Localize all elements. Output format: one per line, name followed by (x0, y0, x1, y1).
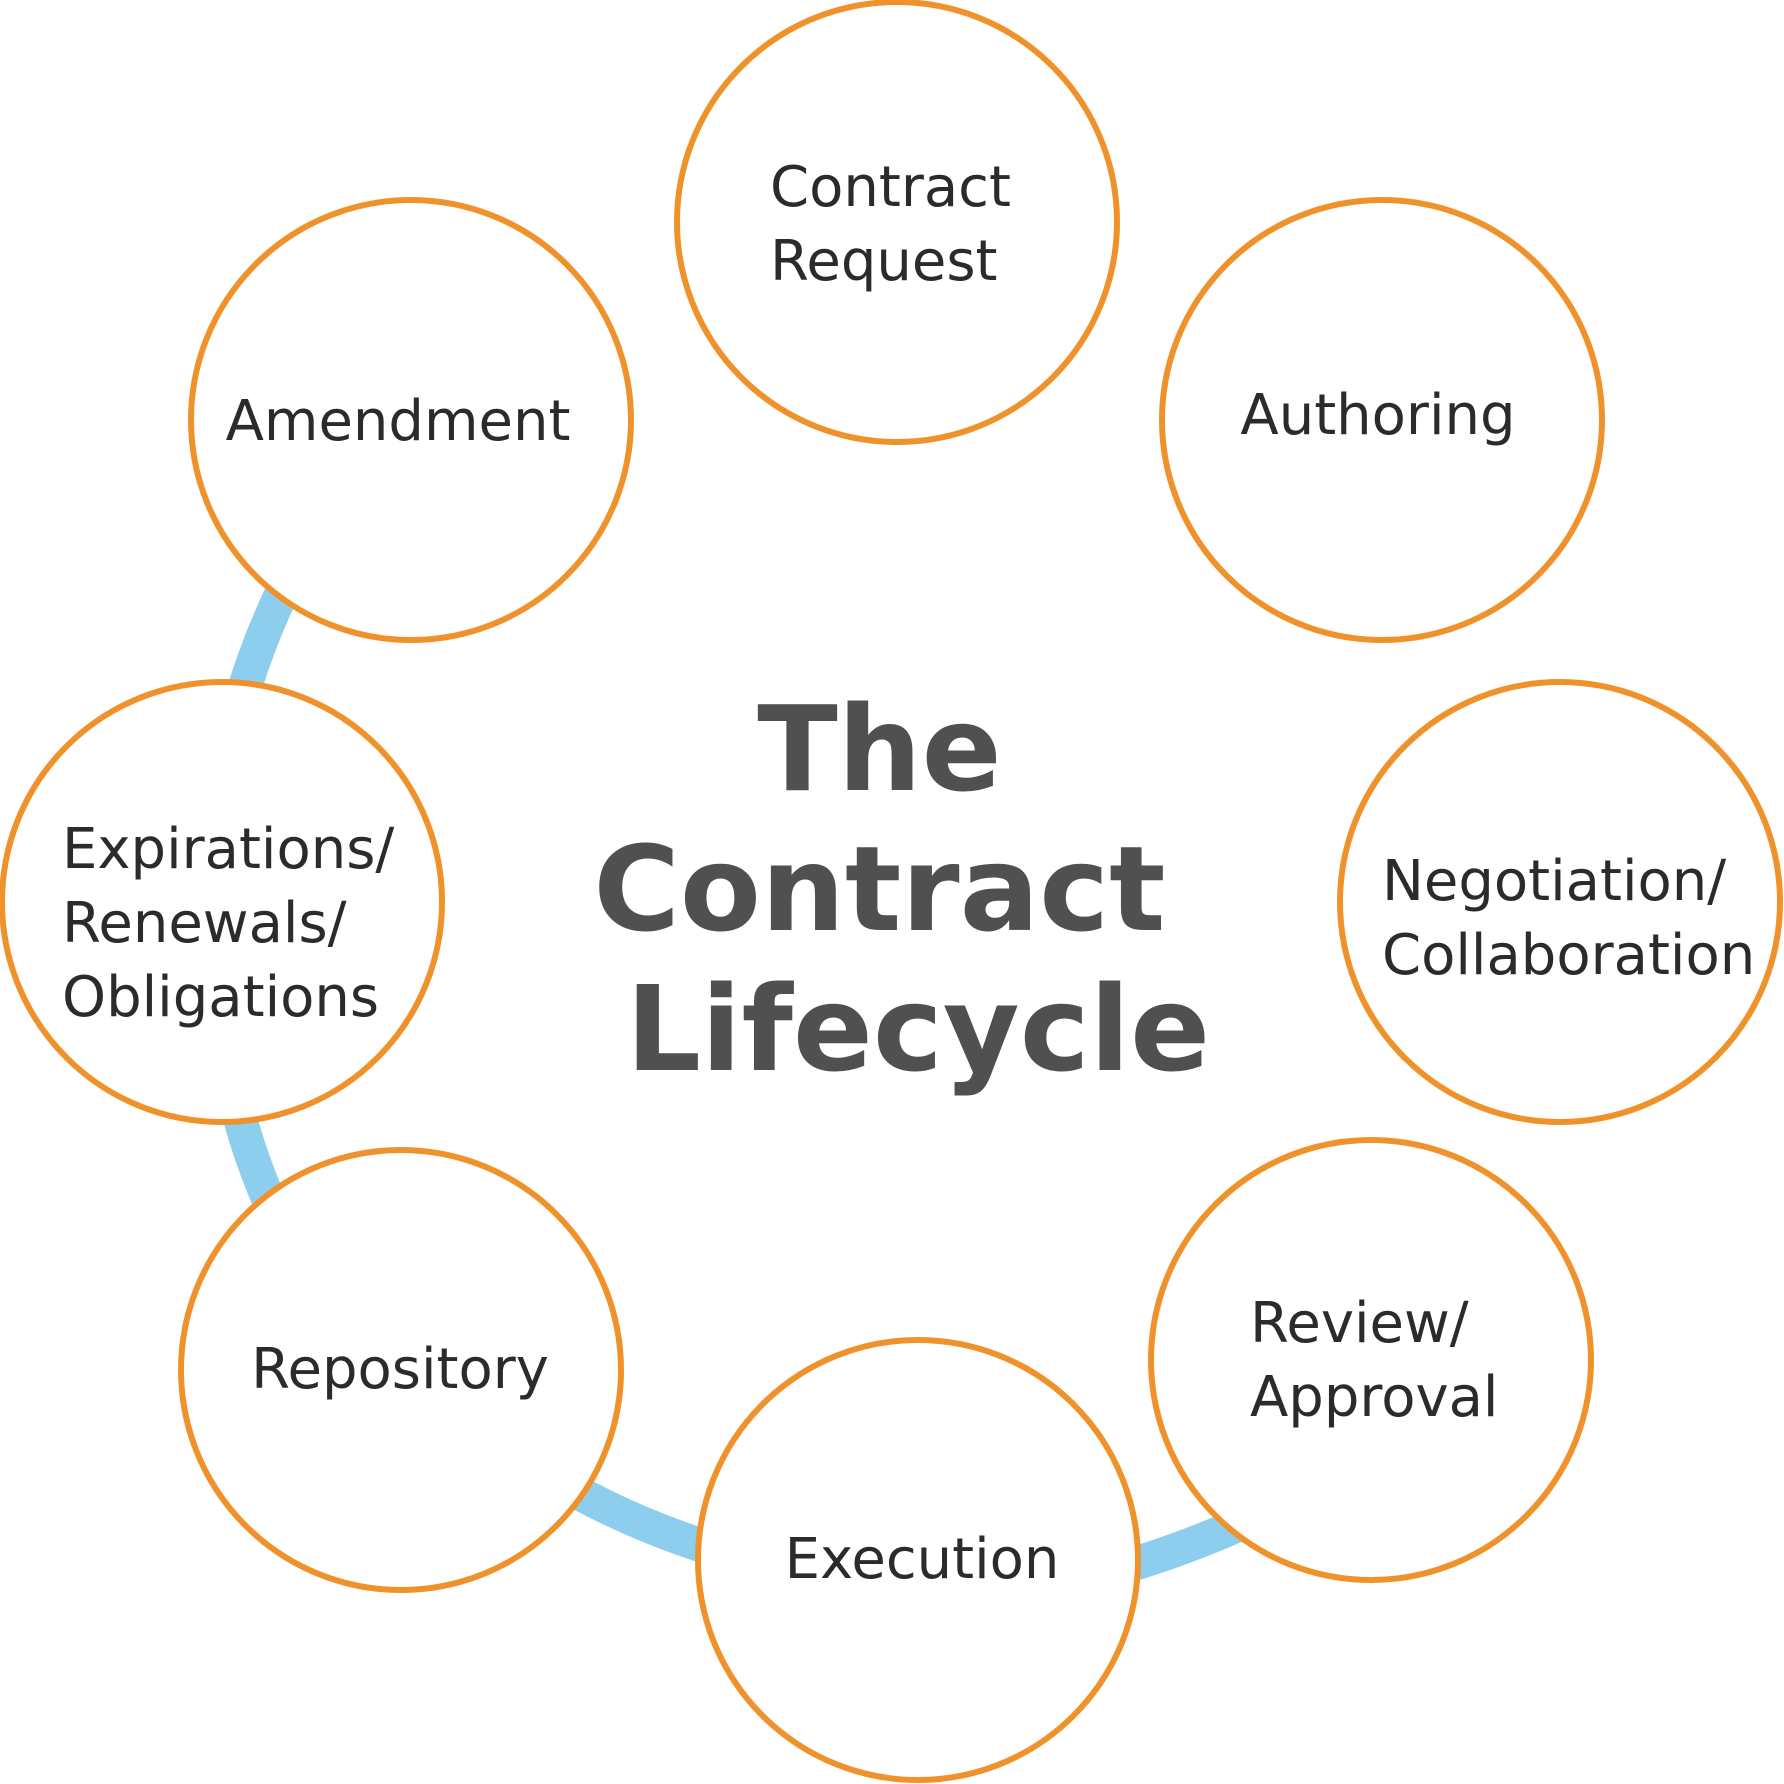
stage-circle-authoring[interactable] (1159, 197, 1605, 643)
stage-circle-review[interactable] (1148, 1137, 1594, 1583)
stage-circle-repository[interactable] (178, 1147, 624, 1593)
stage-circle-contract-request[interactable] (674, 0, 1120, 445)
stage-label-authoring: Authoring (1240, 383, 1515, 448)
stage-label-execution: Execution (785, 1527, 1060, 1592)
stage-circle-negotiation[interactable] (1337, 679, 1783, 1125)
stage-label-expirations: Expirations/ Renewals/ Obligations (62, 817, 412, 1030)
stage-label-amendment: Amendment (226, 389, 571, 454)
stage-label-contract-request: Contract Request (770, 155, 1029, 294)
stage-circle-expirations[interactable] (0, 679, 445, 1125)
stage-labels: Contract Request Authoring Negotiation/ … (62, 155, 1755, 1592)
stage-label-negotiation: Negotiation/ Collaboration (1382, 849, 1755, 988)
stage-label-review: Review/ Approval (1250, 1291, 1498, 1430)
diagram-title: The Contract Lifecycle (593, 680, 1210, 1098)
stage-label-repository: Repository (251, 1337, 549, 1402)
stage-circle-execution[interactable] (695, 1337, 1141, 1783)
stage-circle-amendment[interactable] (188, 197, 634, 643)
